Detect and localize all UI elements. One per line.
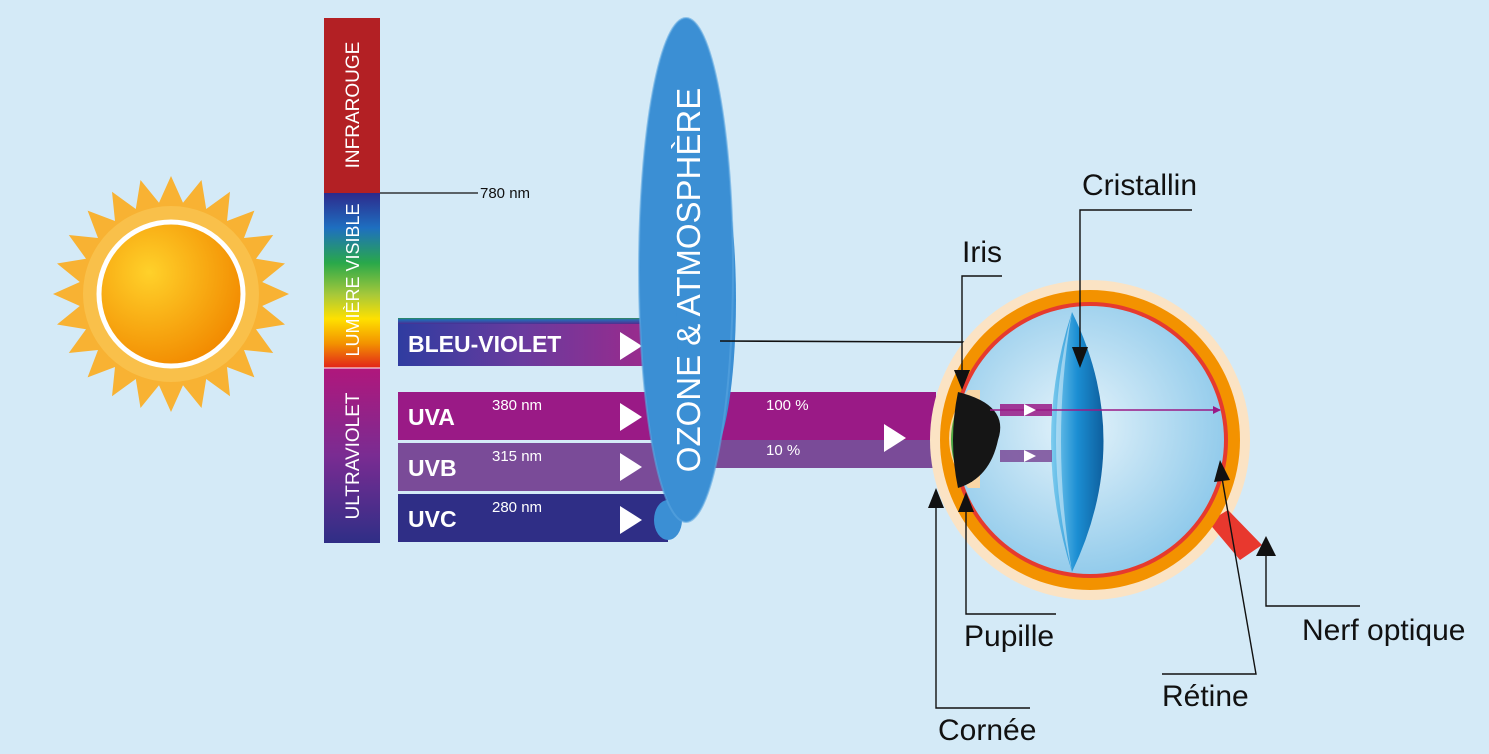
infrared-segment <box>324 18 380 193</box>
eye-labels: Cristallin Iris Pupille Cornée Rétine Ne… <box>928 169 1465 747</box>
blue-violet-arrow-icon <box>620 332 642 360</box>
uvb-transmission-label: 10 % <box>766 442 800 459</box>
transmitted-arrow-icon <box>884 424 906 452</box>
infrared-label: INFRAROUGE <box>343 42 364 169</box>
uva-wavelength: 380 nm <box>492 397 542 414</box>
sun <box>53 176 289 412</box>
transmitted-beams: 100 % 10 % <box>690 392 936 468</box>
eye <box>930 280 1262 600</box>
ozone-cloud: OZONE & ATMOSPHÈRE <box>638 17 736 540</box>
uvc-arrow-icon <box>620 506 642 534</box>
iris-pointer-icon <box>954 370 970 390</box>
optic-nerve-label: Nerf optique <box>1302 614 1465 647</box>
lens-pointer-icon <box>1072 347 1088 368</box>
visible-light-label: LUMIÈRE VISIBLE <box>343 203 363 356</box>
cornea-pointer-icon <box>928 488 944 508</box>
boundary-780-label: 780 nm <box>480 185 530 202</box>
ozone-atmosphere-label: OZONE & ATMOSPHÈRE <box>670 88 707 472</box>
spectrum-bar: INFRAROUGE LUMIÈRE VISIBLE ULTRAVIOLET 7… <box>324 18 530 543</box>
uva-transmission-label: 100 % <box>766 397 809 414</box>
lens-label: Cristallin <box>1082 169 1197 202</box>
uvc-wavelength: 280 nm <box>492 499 542 516</box>
visible-segment <box>324 193 380 368</box>
uvb-transmitted-beam <box>690 440 936 468</box>
band-bars: BLEU-VIOLET UVA 380 nm UVB 315 nm UVC 28… <box>398 318 668 542</box>
optic-nerve-pointer-icon <box>1256 536 1276 556</box>
ultraviolet-segment <box>324 368 380 543</box>
optic-nerve-shape <box>1208 510 1262 560</box>
ultraviolet-label: ULTRAVIOLET <box>343 392 364 519</box>
uvb-wavelength: 315 nm <box>492 448 542 465</box>
retina-label: Rétine <box>1162 680 1249 713</box>
blue-violet-bar <box>398 318 648 366</box>
uvc-label: UVC <box>408 506 457 532</box>
pupil-shape <box>953 392 1001 488</box>
blue-violet-label: BLEU-VIOLET <box>408 331 561 357</box>
sun-disk <box>96 219 246 369</box>
retina-pointer-icon <box>1214 460 1230 482</box>
lens-shape <box>1051 312 1104 572</box>
uvb-label: UVB <box>408 455 457 481</box>
uva-arrow-icon <box>620 403 642 431</box>
uvb-arrow-icon <box>620 453 642 481</box>
pupil-label: Pupille <box>964 620 1054 653</box>
pupil-pointer-icon <box>958 492 974 512</box>
iris-label: Iris <box>962 236 1002 269</box>
uva-label: UVA <box>408 404 455 430</box>
cornea-label: Cornée <box>938 714 1036 747</box>
